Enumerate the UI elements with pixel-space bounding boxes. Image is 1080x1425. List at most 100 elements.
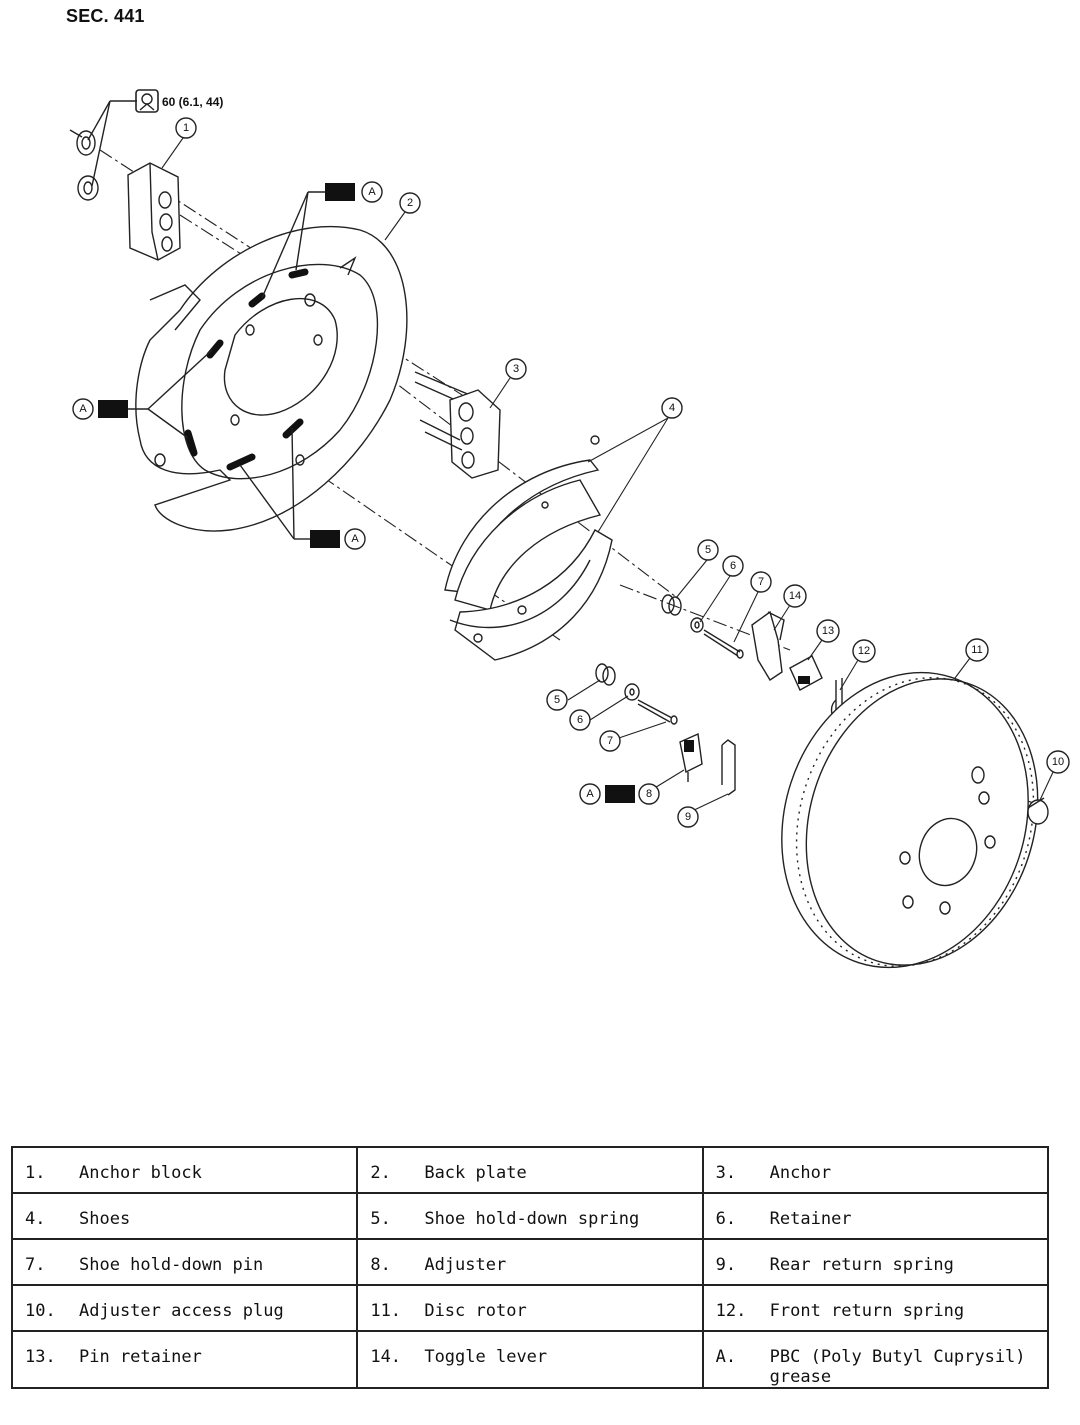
callout-9: 9 [677,806,699,828]
callouts: 1 2 3 4 5 6 7 14 13 12 11 10 5 6 7 8 9 [175,117,1070,828]
grease-indicator-top: A [261,181,383,299]
callout-5-lower: 5 [546,689,568,711]
callout-12: 12 [852,639,876,663]
legend-row: 10.Adjuster access plug 11. Disc rotor 12. F… [10,1284,1050,1332]
legend-cell: 3. Anchor [701,1146,1050,1194]
legend-description: Anchor block [79,1163,202,1183]
legend-cell: 6. Retainer [701,1192,1050,1240]
callout-6-upper: 6 [722,555,744,577]
brake-shoes [444,435,613,661]
legend-cell: 9.Rear return spring [701,1238,1050,1286]
legend-number: A. [715,1347,737,1367]
legend-number: 11. [370,1301,402,1321]
svg-text:9: 9 [685,811,691,823]
torque-symbol: 60 (6.1, 44) [87,89,223,187]
callout-11: 11 [965,638,989,662]
legend-description: Retainer [769,1209,852,1229]
legend-cell: 14. Toggle lever [356,1330,704,1389]
leader-lines [161,137,1055,813]
svg-text:13: 13 [822,625,834,637]
svg-text:3: 3 [513,363,519,375]
legend-cell: 2. Back plate [356,1146,704,1194]
legend-description: Anchor [769,1163,832,1183]
legend-description: Rear return spring [769,1255,954,1275]
svg-text:11: 11 [971,644,982,656]
legend-number: 3. [715,1163,737,1183]
svg-text:A: A [351,533,359,545]
callout-7-lower: 7 [599,730,621,752]
svg-text:A: A [79,403,87,415]
legend-number: 2. [370,1163,391,1183]
legend-cell: 4.Shoes [10,1192,359,1240]
legend-row: 13. Pin retainer 14. Toggle lever A. PBC (Pol… [10,1330,1050,1389]
legend-cell: 10.Adjuster access plug [10,1284,359,1332]
legend-number: 12. [715,1301,747,1321]
legend-description: Disc rotor [424,1301,527,1321]
svg-text:14: 14 [789,590,801,602]
legend-number: 13. [25,1347,56,1367]
legend-cell: 5. Shoe hold-down spring [356,1192,704,1240]
svg-text:8: 8 [646,788,652,800]
legend-cell: 8.Adjuster [356,1238,704,1286]
svg-text:4: 4 [669,402,675,414]
grease-letter: A [368,186,376,198]
grease-indicator-bottom: A [239,427,366,550]
legend-description: Toggle lever [424,1347,548,1367]
legend-description: Shoe hold-down pin [79,1255,264,1275]
grease-indicator-adjuster: A [579,783,635,805]
torque-value: 60 (6.1, 44) [162,95,223,109]
callout-8: 8 [638,783,660,805]
legend-cell: 1.Anchor block [10,1146,359,1194]
svg-text:6: 6 [577,714,583,726]
legend-number: 6. [715,1209,737,1229]
pin-retainer [789,655,823,691]
callout-10: 10 [1046,750,1070,774]
callout-13: 13 [816,619,840,643]
legend-cell: 13. Pin retainer [10,1330,359,1389]
legend-description: Front return spring [769,1301,965,1321]
callout-3: 3 [505,358,527,380]
legend-description: PBC (Poly Butyl Cuprysil) grease [769,1347,1026,1387]
section-number: SEC. 441 [66,6,145,26]
grease-indicator-left: A [72,349,213,439]
legend-cell: 7. Shoe hold-down pin [10,1238,359,1286]
adjuster-access-plug [1027,797,1049,825]
rear-return-spring [721,739,736,796]
adjuster [679,732,703,782]
legend-number: 5. [370,1209,391,1229]
disc-rotor [781,671,1039,969]
legend-description: Back plate [424,1163,527,1183]
anchor-block [127,162,181,261]
mounting-bolts [69,129,99,201]
svg-text:7: 7 [607,735,613,747]
legend-description: Shoe hold-down spring [424,1209,640,1229]
callout-7-upper: 7 [750,571,772,593]
svg-text:1: 1 [183,122,189,134]
legend-number: 8. [370,1255,391,1275]
legend-number: 14. [370,1347,402,1367]
legend-cell: A. PBC (Poly Butyl Cuprysil) grease [701,1330,1050,1389]
legend-number: 7. [25,1255,46,1275]
callout-14: 14 [783,584,807,608]
hold-down-parts-lower [595,663,678,725]
hold-down-parts-upper [661,594,744,659]
legend-number: 10. [25,1301,56,1321]
callout-4: 4 [661,397,683,419]
callout-6-lower: 6 [569,709,591,731]
anchor [414,371,501,479]
callout-2: 2 [399,192,421,214]
callout-1: 1 [175,117,197,139]
legend-row: 1.Anchor block 2. Back plate 3. Anchor [10,1146,1050,1194]
svg-text:5: 5 [705,544,711,556]
back-plate [135,225,408,532]
parts-legend-table: 1.Anchor block 2. Back plate 3. Anchor 4.Shoe… [10,1146,1050,1389]
svg-text:6: 6 [730,560,736,572]
legend-description: Pin retainer [79,1347,202,1367]
svg-text:2: 2 [407,197,413,209]
svg-text:12: 12 [858,645,870,657]
callout-5-upper: 5 [697,539,719,561]
exploded-brake-diagram: 60 (6.1, 44) [69,89,1070,969]
legend-description: Shoes [79,1209,131,1229]
legend-cell: 11. Disc rotor [356,1284,704,1332]
